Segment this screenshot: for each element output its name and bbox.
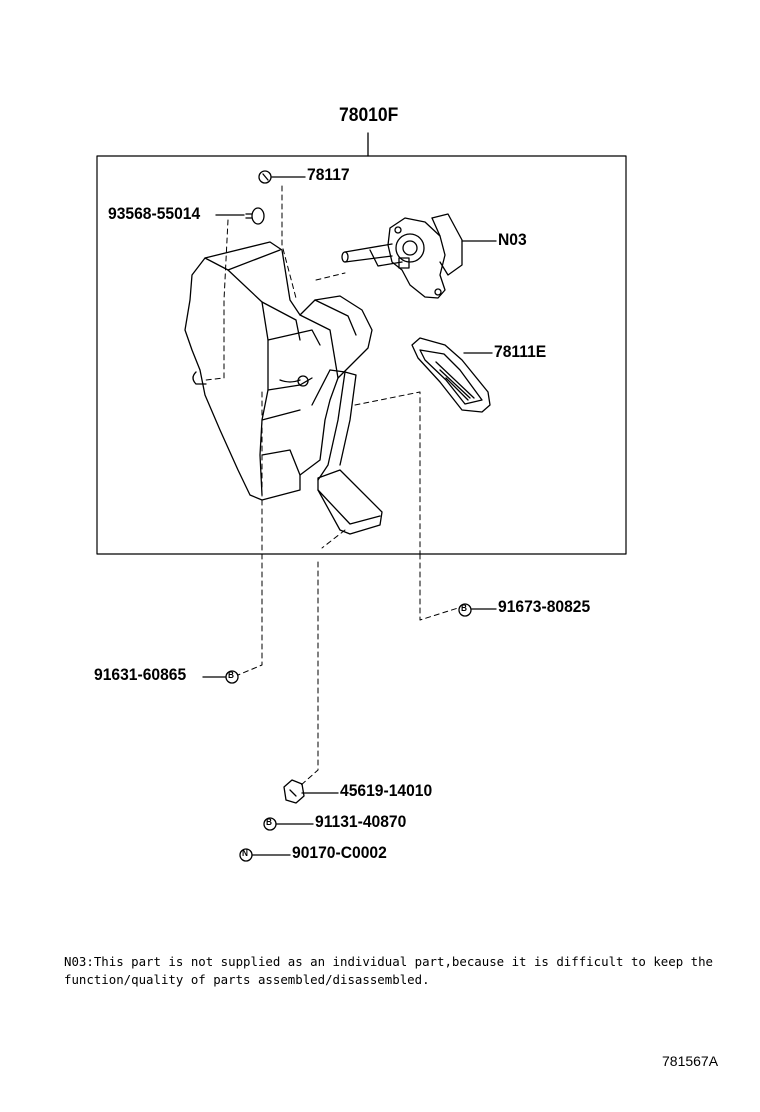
b-symbol-91631: B	[228, 670, 234, 680]
part-91631-60865-label: 91631-60865	[94, 665, 187, 684]
part-78117-label: 78117	[307, 165, 350, 184]
part-90170-c0002-label: 90170-C0002	[292, 843, 387, 862]
bolt-93568-icon	[245, 207, 265, 225]
diagram-code: 781567A	[662, 1053, 719, 1069]
dashed-lines	[205, 185, 459, 787]
pedal-housing	[184, 241, 373, 501]
n-symbol-90170: N	[242, 848, 248, 858]
nut-45619-icon	[283, 779, 305, 804]
part-78111e-label: 78111E	[494, 342, 547, 361]
pedal-plate	[317, 469, 383, 535]
part-93568-55014-label: 93568-55014	[108, 204, 201, 223]
assembly-frame	[96, 155, 627, 555]
part-78010f-label: 78010F	[339, 105, 399, 126]
part-91131-40870-label: 91131-40870	[315, 812, 407, 831]
b-symbol-91673: B	[461, 603, 467, 613]
part-91673-80825-label: 91673-80825	[498, 597, 591, 616]
sensor-unit	[341, 213, 463, 299]
pedal-arm	[311, 369, 357, 481]
note-line-1: N03:This part is not supplied as an indi…	[64, 954, 714, 969]
pedal-pad	[411, 337, 491, 413]
note-line-2: function/quality of parts assembled/disa…	[64, 972, 430, 987]
b-symbol-91131: B	[266, 817, 272, 827]
n-symbol-icon	[239, 848, 253, 862]
part-45619-14010-label: 45619-14010	[340, 781, 433, 800]
bolt-78117-icon	[258, 170, 272, 184]
part-n03-label: N03	[498, 230, 527, 249]
b-symbol-icon	[225, 603, 472, 831]
